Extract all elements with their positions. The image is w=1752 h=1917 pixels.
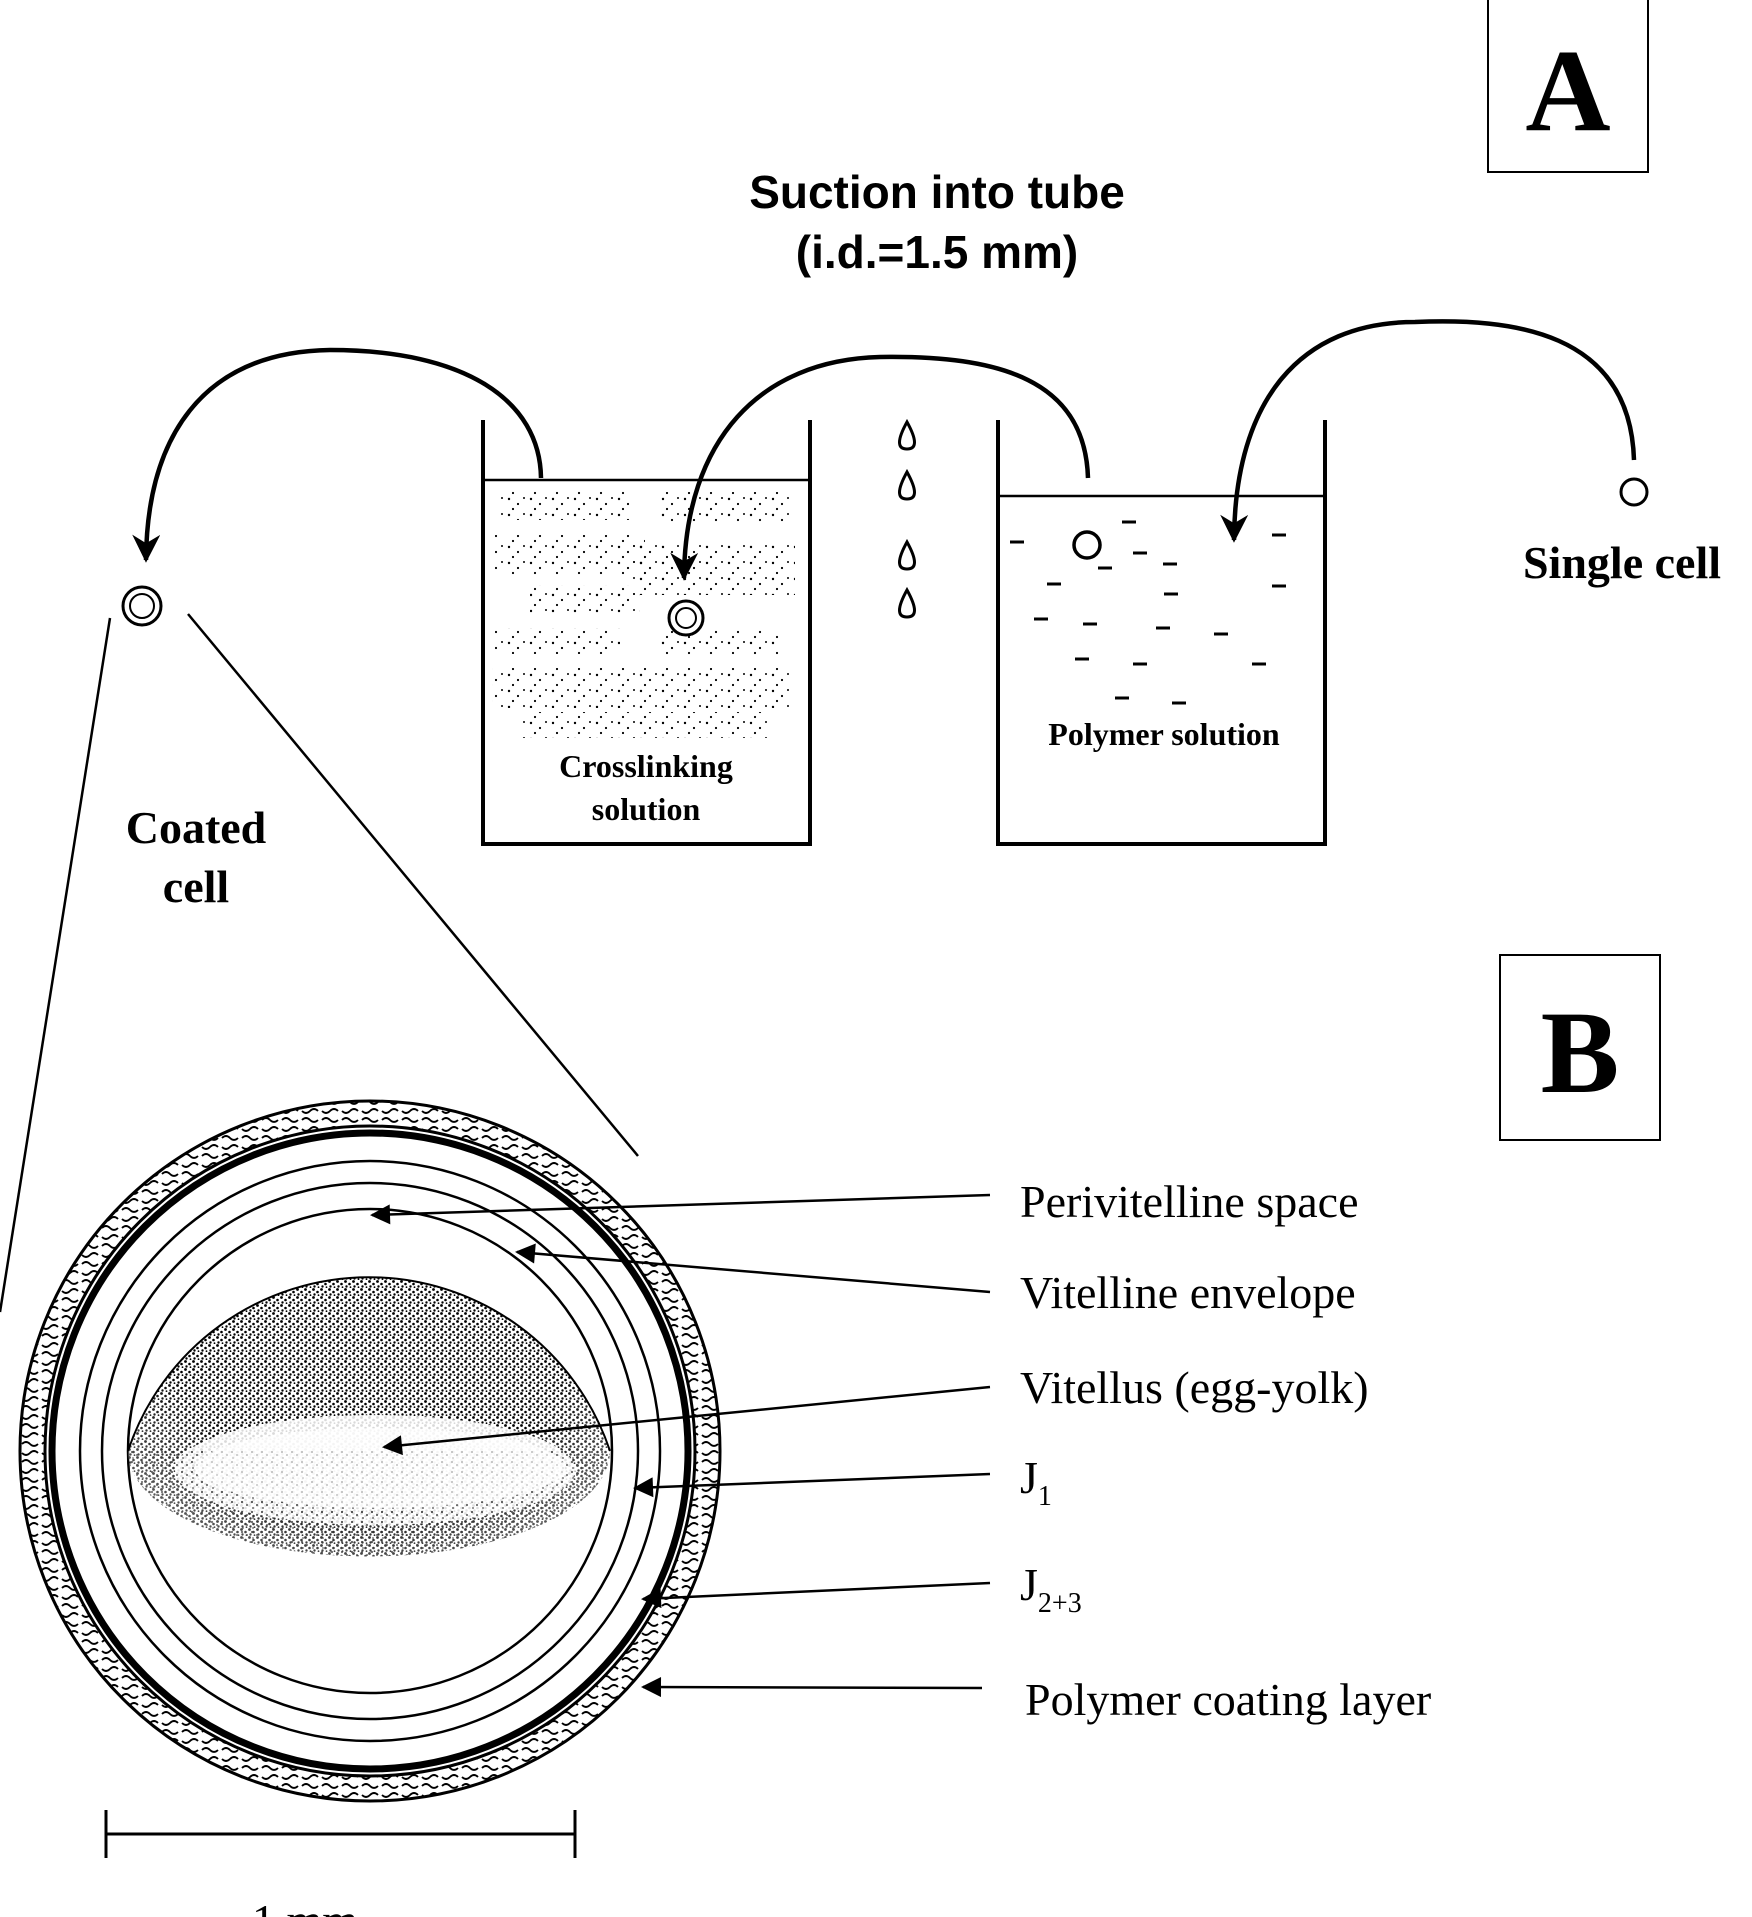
leader-j1	[633, 1472, 991, 1498]
panel-a-label: A	[1525, 25, 1610, 156]
crosslinking-beaker: Crosslinking solution	[481, 420, 812, 846]
j23-label: J2+3	[1020, 1559, 1082, 1619]
polymer-dashes	[1010, 520, 1286, 705]
arrow-polymer-to-crosslinking	[670, 354, 1091, 581]
scale-bar-label: 1 mm	[252, 1895, 358, 1917]
crosslinking-label-line2: solution	[592, 791, 701, 827]
crosslinking-stipple	[492, 490, 795, 738]
droplet-icon	[898, 468, 916, 501]
j1-label-sub: 1	[1038, 1481, 1052, 1512]
polymer-solution-label: Polymer solution	[1048, 716, 1280, 752]
j23-label-base: J	[1020, 1559, 1038, 1610]
coated-cell-label-line2: cell	[163, 861, 229, 912]
vitelline-envelope	[100, 1181, 640, 1721]
zoom-line-right	[187, 613, 639, 1157]
panel-a-label-box	[1487, 0, 1649, 173]
suction-title-line2: (i.d.=1.5 mm)	[796, 226, 1078, 278]
j23-layer	[48, 1129, 692, 1773]
zoom-line-left	[0, 617, 112, 1313]
scale-bar	[104, 1810, 577, 1858]
crosslinking-label-line1: Crosslinking	[559, 748, 733, 784]
cell-in-polymer	[1072, 530, 1102, 560]
label-leaders	[370, 1193, 991, 1698]
arrow-single-to-polymer	[1220, 319, 1637, 543]
leader-perivitelline	[370, 1193, 991, 1225]
leader-vitellus	[382, 1385, 991, 1456]
j23-label-sub: 2+3	[1038, 1588, 1082, 1619]
droplets	[898, 418, 916, 619]
leader-polymer-layer	[641, 1677, 983, 1698]
coated-cell-label-line1: Coated	[126, 802, 267, 853]
panel-b: B	[18, 954, 1661, 1917]
polymer-beaker: Polymer solution	[996, 420, 1327, 846]
droplet-icon	[898, 538, 916, 571]
coated-cell	[121, 585, 163, 627]
perivitelline-space-label: Perivitelline space	[1020, 1176, 1359, 1227]
droplet-icon	[898, 418, 916, 451]
single-cell	[1619, 477, 1649, 507]
polymer-coating-layer-label: Polymer coating layer	[1025, 1674, 1431, 1725]
leader-vitelline-envelope	[515, 1243, 991, 1294]
enlarged-coated-cell	[18, 1099, 722, 1803]
panel-b-label: B	[1541, 987, 1620, 1118]
vitelline-envelope-label: Vitelline envelope	[1020, 1267, 1356, 1318]
vitellus-label: Vitellus (egg-yolk)	[1020, 1362, 1369, 1413]
single-cell-label: Single cell	[1523, 537, 1721, 588]
panel-a: A Suction into tube (i.d.=1.5 mm) Crossl…	[0, 0, 1721, 1313]
panel-b-label-box	[1499, 954, 1661, 1141]
arrow-crosslinking-to-coated	[132, 347, 544, 563]
j1-layer	[78, 1159, 662, 1743]
droplet-icon	[898, 586, 916, 619]
cell-in-crosslinking	[667, 599, 705, 637]
j1-label: J1	[1020, 1452, 1052, 1512]
transfer-arrows	[132, 319, 1637, 581]
suction-title-line1: Suction into tube	[749, 166, 1125, 218]
leader-j23	[641, 1581, 991, 1609]
j1-label-base: J	[1020, 1452, 1038, 1503]
